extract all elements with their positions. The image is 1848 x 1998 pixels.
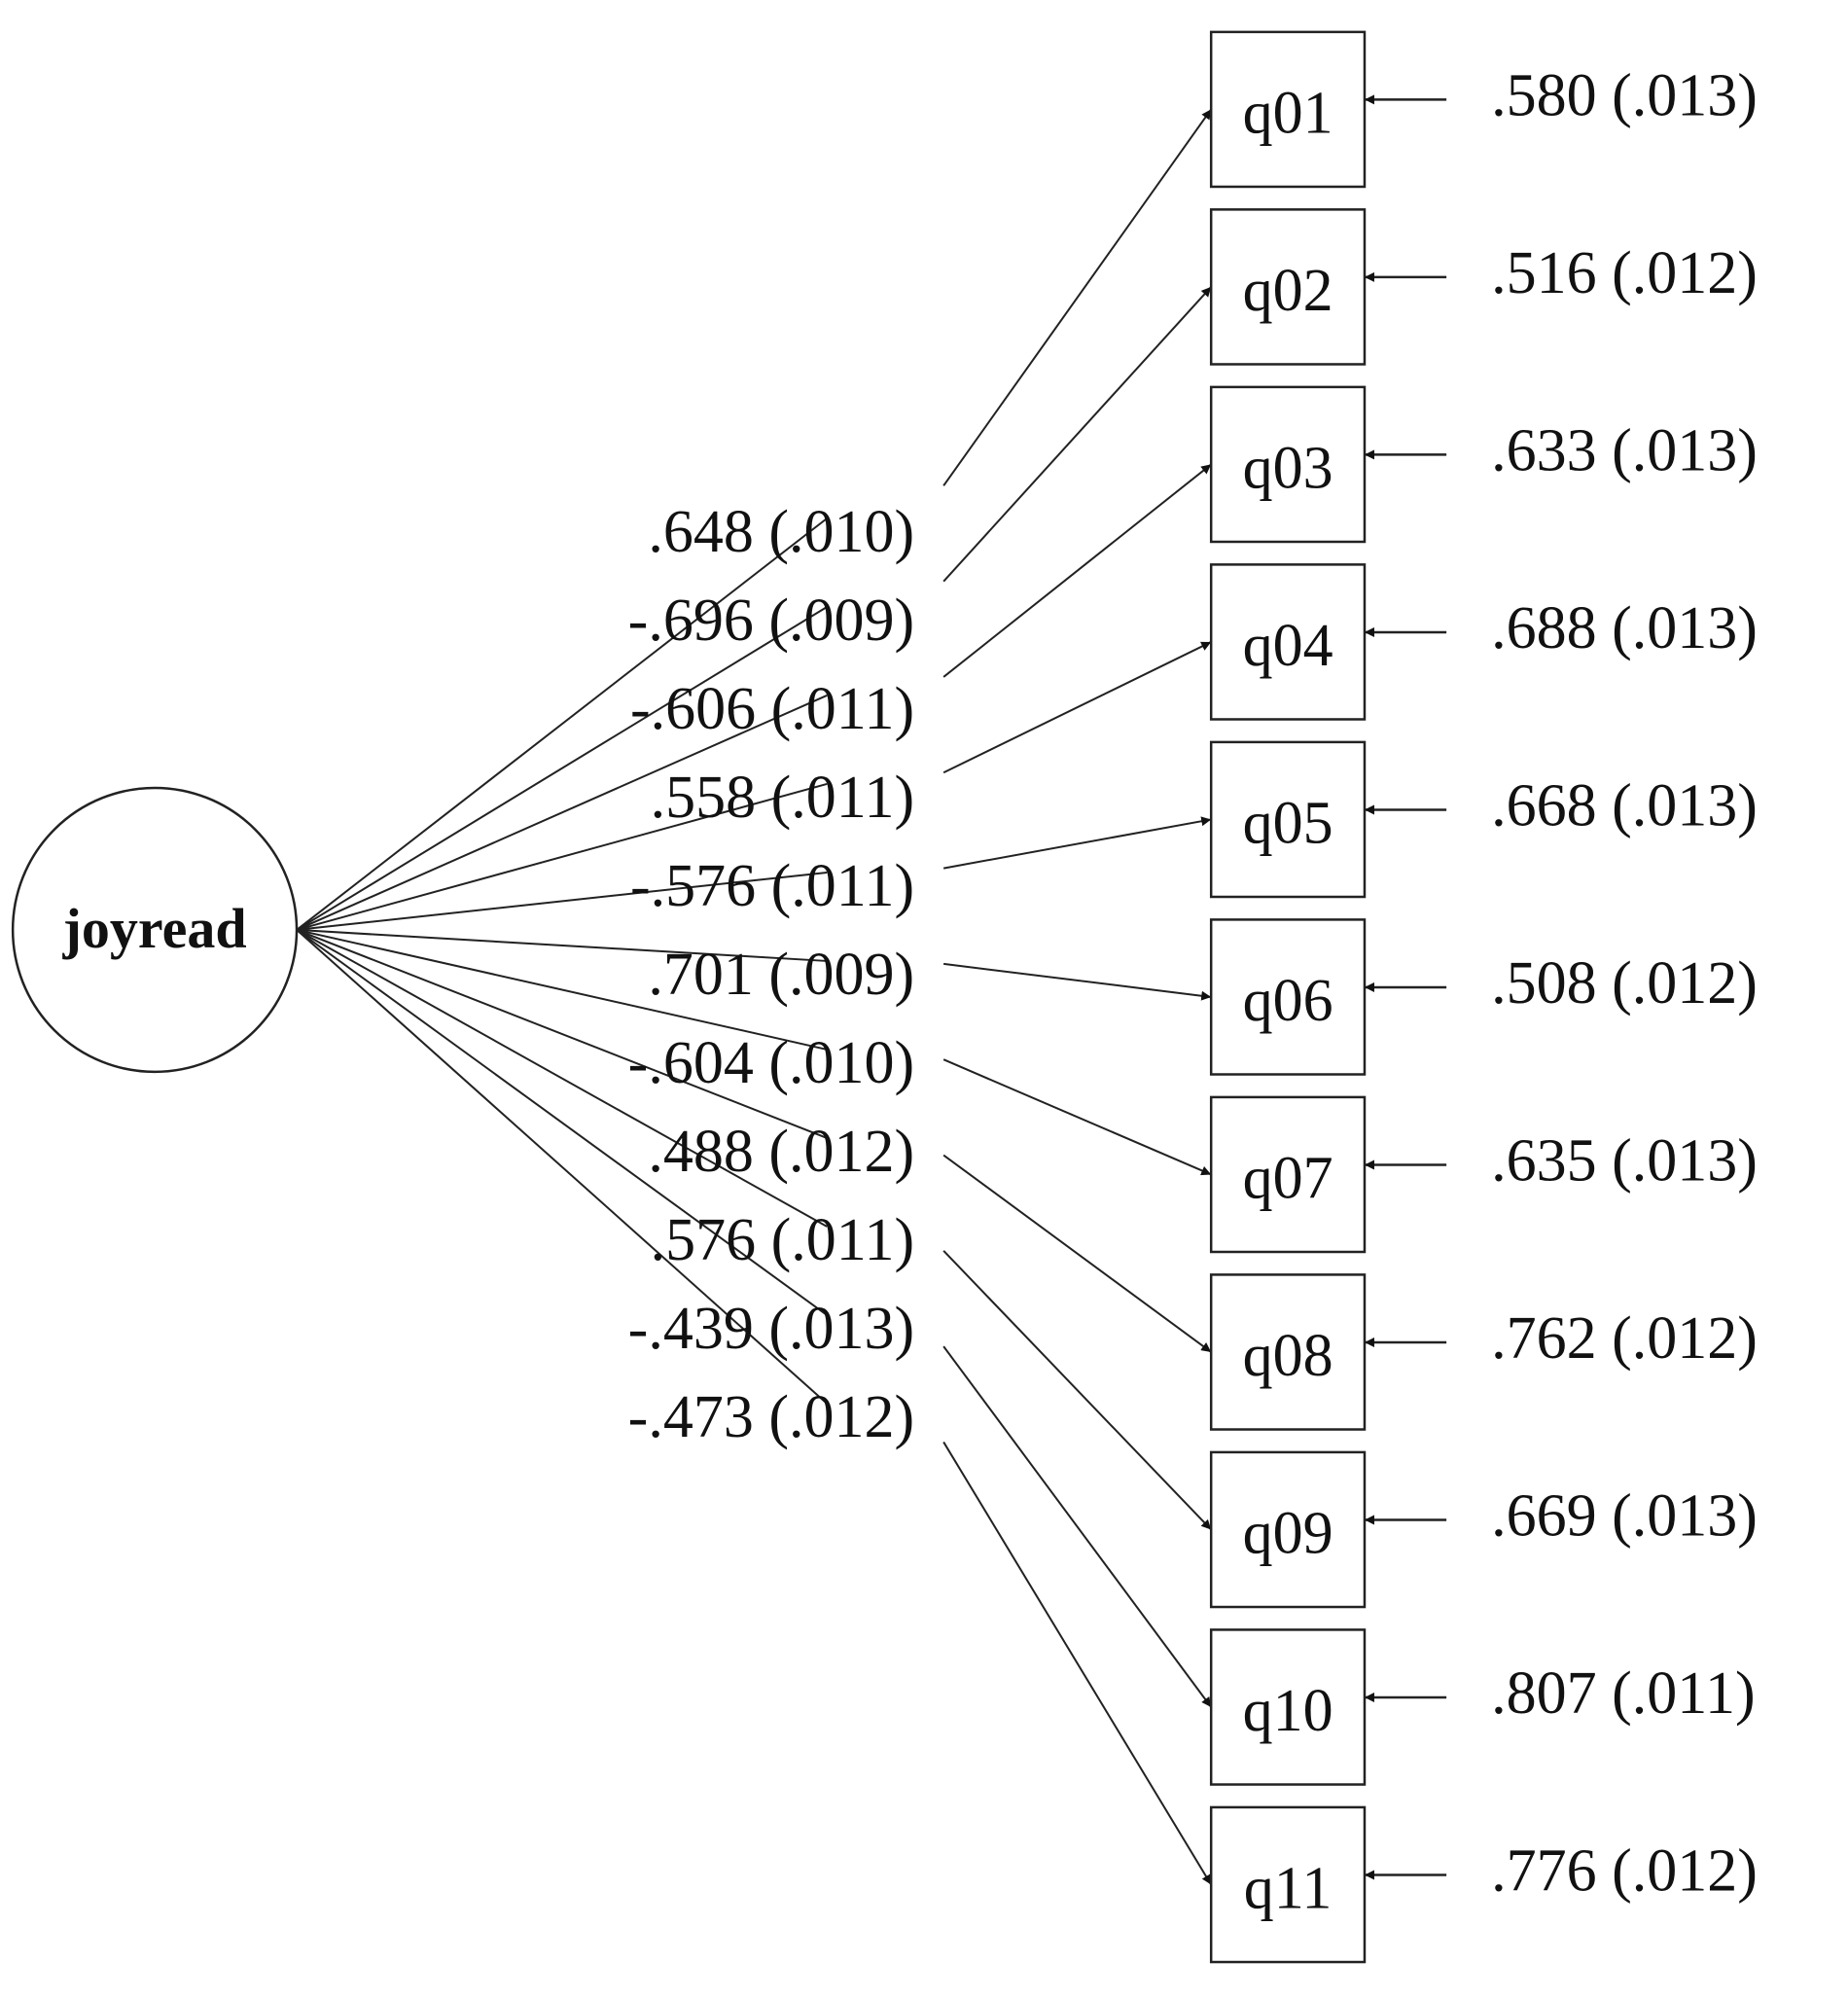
loading-path-arrow: [942, 641, 1212, 774]
indicator-box: [1209, 1450, 1367, 1609]
loading-path-arrow: [942, 286, 1212, 583]
residual-value: .508 (.012): [1491, 950, 1758, 1017]
loading-path-arrow: [942, 1345, 1212, 1708]
nodes-layer: [11, 30, 1367, 1964]
loading-value: -.439 (.013): [628, 1296, 914, 1362]
indicator-label: q01: [1243, 80, 1333, 146]
indicator-label: q02: [1243, 258, 1333, 324]
indicator-label: q07: [1243, 1145, 1333, 1211]
residual-value: .688 (.013): [1491, 595, 1758, 661]
loading-path-arrow: [943, 962, 1212, 1001]
residual-value: .633 (.013): [1491, 417, 1758, 483]
loading-path-start: [296, 871, 828, 931]
residual-value: .668 (.013): [1491, 772, 1758, 838]
loading-path-start: [296, 928, 828, 1139]
loading-path-start: [296, 782, 828, 931]
indicator-box: [1209, 30, 1367, 189]
loading-value: .576 (.011): [651, 1207, 915, 1273]
loading-value: .488 (.012): [648, 1119, 914, 1185]
indicator-box: [1209, 1273, 1367, 1431]
indicator-label: q09: [1243, 1500, 1333, 1566]
indicator-box: [1209, 208, 1367, 366]
indicator-label: q11: [1244, 1855, 1333, 1921]
latent-label: joyread: [62, 897, 247, 960]
loading-path-start: [296, 929, 828, 1316]
loading-path-arrow: [942, 816, 1212, 870]
loading-path-arrow: [942, 1250, 1212, 1531]
indicator-label: q06: [1243, 968, 1333, 1034]
loading-path-arrow: [942, 1441, 1213, 1885]
residual-value: .807 (.011): [1491, 1660, 1756, 1727]
residual-value: .669 (.013): [1491, 1482, 1758, 1549]
loading-value: -.576 (.011): [630, 853, 914, 919]
loading-path-arrow: [942, 1154, 1212, 1353]
indicator-box: [1209, 563, 1367, 721]
residual-value: .516 (.012): [1491, 240, 1758, 306]
residual-value: .762 (.012): [1491, 1305, 1758, 1372]
loading-path-arrow: [942, 108, 1213, 486]
labels-layer: joyread q01 .580 (.013) .648 (.010) q02 .516 …: [62, 62, 1758, 1921]
loading-path-start: [296, 517, 828, 931]
indicator-label: q04: [1243, 613, 1333, 679]
latent-circle: [11, 786, 299, 1074]
indicator-box: [1209, 918, 1367, 1076]
loading-value: -.473 (.012): [628, 1384, 914, 1450]
loading-value: .558 (.011): [651, 765, 915, 831]
indicator-box: [1209, 1095, 1367, 1254]
loading-value: -.696 (.009): [628, 588, 914, 654]
loading-path-start: [296, 928, 828, 1051]
indicator-label: q10: [1243, 1678, 1333, 1744]
indicator-box: [1209, 740, 1367, 899]
path-lines-layer: [296, 94, 1447, 1885]
indicator-label: q05: [1243, 790, 1333, 856]
loading-value: -.604 (.010): [628, 1030, 914, 1096]
residual-value: .580 (.013): [1491, 62, 1758, 128]
loading-path-start: [296, 929, 828, 1228]
indicator-label: q03: [1243, 435, 1333, 501]
residual-value: .776 (.012): [1491, 1837, 1758, 1904]
loading-path-start: [296, 929, 828, 1405]
loading-path-start: [296, 606, 828, 931]
loading-value: .701 (.009): [648, 942, 914, 1008]
loading-value: .648 (.010): [648, 499, 914, 565]
indicator-box: [1209, 1805, 1367, 1964]
indicator-label: q08: [1243, 1323, 1333, 1389]
loading-path-arrow: [942, 463, 1212, 678]
loading-path-arrow: [942, 1058, 1212, 1176]
residual-value: .635 (.013): [1491, 1127, 1758, 1194]
loading-path-start: [296, 928, 828, 962]
loading-path-start: [296, 695, 828, 931]
indicator-box: [1209, 385, 1367, 544]
indicator-box: [1209, 1628, 1367, 1786]
loading-value: -.606 (.011): [630, 676, 914, 742]
